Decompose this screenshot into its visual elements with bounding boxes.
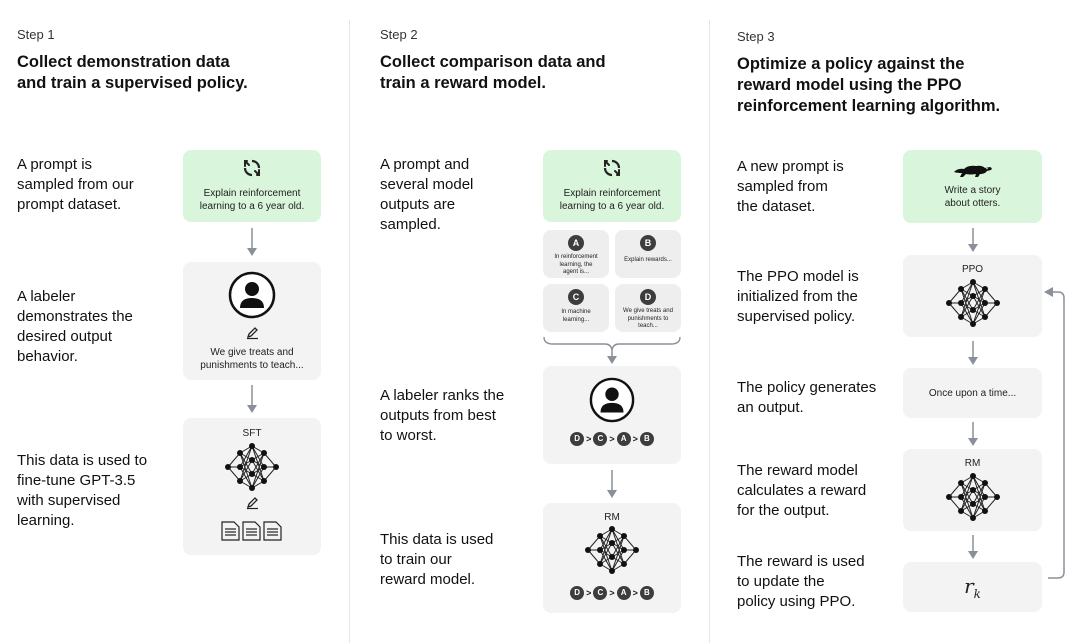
arrow-down	[607, 470, 617, 498]
rm-label: RM	[604, 512, 620, 523]
neural-network-icon	[225, 443, 279, 491]
ranking-row: D> C> A> B	[543, 586, 681, 600]
feedback-loop-arrow	[1044, 287, 1065, 579]
user-avatar-icon	[228, 271, 276, 319]
user-avatar-icon	[589, 377, 635, 423]
policy-output-text: Once upon a time...	[928, 388, 1017, 399]
step1-label: Step 1	[17, 27, 55, 42]
policy-output-box: Once upon a time...	[903, 368, 1042, 418]
arrow-down	[247, 385, 257, 413]
arrow-down	[968, 422, 978, 446]
ranking-box: D> C> A> B	[543, 366, 681, 464]
ppo-label: PPO	[961, 264, 984, 275]
brace-arrow	[543, 336, 681, 364]
rm-label: RM	[964, 458, 981, 469]
neural-network-icon	[585, 526, 639, 574]
output-card-b: B Explain rewards...	[615, 230, 681, 278]
document-icon	[221, 521, 282, 541]
output-badge: C	[568, 289, 584, 305]
otter-icon	[954, 165, 992, 177]
reward-symbol: rk	[964, 574, 981, 601]
refresh-icon	[243, 159, 261, 177]
arrow-down	[968, 228, 978, 252]
step3-rm-box: RM	[903, 449, 1042, 531]
step3-label: Step 3	[737, 29, 775, 44]
reward-box: rk	[903, 562, 1042, 612]
arrow-down	[968, 341, 978, 365]
pencil-icon	[246, 497, 258, 510]
ppo-model-box: PPO	[903, 255, 1042, 337]
neural-network-icon	[946, 473, 1000, 521]
output-badge: D	[640, 289, 656, 305]
ranking-row: D> C> A> B	[543, 432, 681, 446]
column-divider	[709, 20, 710, 643]
step2-label: Step 2	[380, 27, 418, 42]
pencil-icon	[246, 327, 258, 340]
sft-label: SFT	[242, 428, 262, 439]
output-badge: A	[568, 235, 584, 251]
sft-model-box: SFT	[183, 418, 321, 555]
output-badge: B	[640, 235, 656, 251]
rm-model-box: RM D> C> A> B	[543, 503, 681, 613]
refresh-icon	[603, 159, 621, 177]
arrow-down	[968, 535, 978, 559]
neural-network-icon	[946, 279, 1000, 327]
arrow-down	[247, 228, 257, 256]
column-divider	[349, 20, 350, 643]
